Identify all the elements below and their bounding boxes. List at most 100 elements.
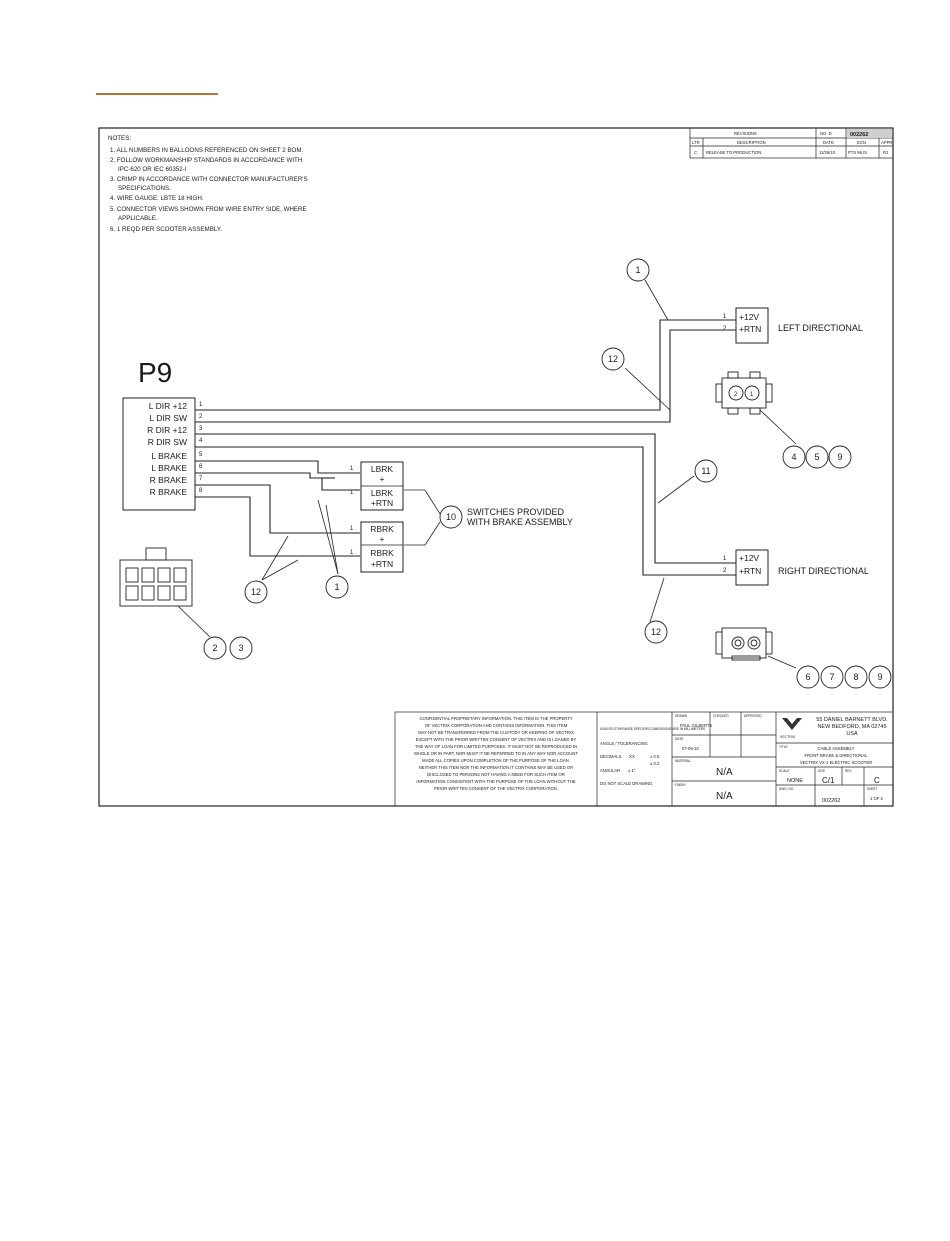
cavity-label: 2 bbox=[734, 392, 738, 398]
doc-label: NO. D bbox=[820, 131, 832, 136]
balloon-num: 4 bbox=[791, 452, 796, 462]
balloon-2 bbox=[203, 636, 227, 660]
checked-label: CHECKED bbox=[713, 714, 729, 718]
rd-sig2: +RTN bbox=[739, 566, 761, 576]
balloon-3 bbox=[229, 636, 253, 660]
wire-l-dir-sw bbox=[195, 329, 736, 423]
rbrk-bottom: RBRK bbox=[370, 548, 394, 558]
dims-label: UNLESS OTHERWISE SPECIFIED DIMENSIONS AR… bbox=[600, 727, 705, 731]
balloon-12-bottom bbox=[644, 620, 668, 644]
balloon-num: 5 bbox=[814, 452, 819, 462]
p9-pin-num: 1 bbox=[199, 402, 203, 408]
do-not-scale: DO NOT SCALE DRAWING bbox=[600, 781, 652, 786]
switches-note-line2: WITH BRAKE ASSEMBLY bbox=[467, 517, 573, 527]
rev-col-ltr: LTR bbox=[692, 140, 700, 145]
tol-xx-val: ± 0.2 bbox=[650, 761, 660, 766]
p9-pin-label: L BRAKE bbox=[151, 463, 187, 473]
wire-r-dir-12 bbox=[195, 433, 736, 564]
tol-x: .XX bbox=[628, 754, 635, 759]
p9-pin-num: 6 bbox=[199, 464, 203, 470]
p9-pin-num: 4 bbox=[199, 438, 203, 444]
finish-val: N/A bbox=[716, 791, 733, 802]
rev-row-appr: RJ bbox=[883, 150, 888, 155]
header-rule bbox=[96, 93, 218, 95]
lbrk-bottom: LBRK bbox=[371, 488, 394, 498]
notes-title: NOTES: bbox=[108, 135, 131, 142]
confidential-line: MADE ALL COPIES UPON COMPLETION OF THE P… bbox=[422, 758, 570, 763]
company-addr1: 55 DANIEL BARNETT BLVD. bbox=[816, 717, 888, 723]
balloon-num: 2 bbox=[212, 643, 217, 653]
drawn-label: DRAWN bbox=[675, 714, 688, 718]
ld-sig2: +RTN bbox=[739, 324, 761, 334]
p9-body bbox=[122, 397, 196, 511]
confidential-line: EXCEPT WITH THE PRIOR WRITTEN CONSENT OF… bbox=[416, 737, 577, 742]
date-label: DATE bbox=[675, 737, 683, 741]
balloon-numbers: 1 12 4 5 9 11 10 12 1 2 3 12 6 7 8 9 bbox=[212, 265, 882, 682]
cavity-label: 1 bbox=[750, 392, 754, 398]
balloon-9a bbox=[828, 445, 852, 469]
two-cavity-connector-top bbox=[715, 371, 773, 415]
p9-title: P9 bbox=[138, 357, 172, 388]
balloon-num: 9 bbox=[837, 452, 842, 462]
left-directional-connector: +12V +RTN 1 2 LEFT DIRECTIONAL bbox=[723, 307, 863, 344]
balloon-10 bbox=[439, 505, 463, 529]
p9-pin-label: R BRAKE bbox=[150, 475, 188, 485]
rbrk-rtn: +RTN bbox=[371, 559, 393, 569]
lbrk-rtn: +RTN bbox=[371, 498, 393, 508]
rbrk-pin: 1 bbox=[350, 550, 354, 556]
note-line: APPLICABLE. bbox=[118, 215, 158, 222]
balloon-num: 3 bbox=[238, 643, 243, 653]
notes-block: NOTES: 1. ALL NUMBERS IN BALLOONS REFERE… bbox=[108, 135, 308, 233]
note-line: IPC-620 OR IEC 60352-I bbox=[118, 166, 187, 173]
size-val: C/1 bbox=[822, 776, 835, 785]
two-cavity-connector-bottom bbox=[715, 627, 773, 661]
drawn-by: PAUL GILBERTS bbox=[680, 723, 712, 728]
left-directional-label: LEFT DIRECTIONAL bbox=[778, 323, 863, 333]
title-line2: FRONT BRAKE & DIRECTIONAL bbox=[805, 753, 869, 758]
rbrk-switch: RBRK + RBRK +RTN 1 1 bbox=[350, 521, 404, 573]
confidential-line: THE WAY OF LOAN FOR LIMITED PURPOSES. IT… bbox=[415, 744, 577, 749]
sheet-label: SHEET bbox=[867, 787, 878, 791]
balloon-4 bbox=[782, 445, 806, 469]
sheet-val: 1 OF 2 bbox=[870, 796, 883, 801]
size-label: SIZE bbox=[818, 769, 825, 773]
wire-r-brake-a bbox=[195, 484, 360, 534]
rd-pin1: 1 bbox=[723, 556, 727, 562]
p9-pin-label: L BRAKE bbox=[151, 451, 187, 461]
wiring-diagram-sheet: NOTES: 1. ALL NUMBERS IN BALLOONS REFERE… bbox=[98, 127, 894, 807]
rd-pin2: 2 bbox=[723, 568, 727, 574]
p9-pin-num: 5 bbox=[199, 452, 203, 458]
balloon-num: 6 bbox=[805, 672, 810, 682]
balloon-1-left bbox=[325, 575, 349, 599]
leader-lines bbox=[177, 279, 797, 669]
confidential-line: INFORMATION CONSISTENT WITH THE PURPOSE … bbox=[416, 779, 575, 784]
revisions-header: REVISIONS bbox=[734, 131, 757, 136]
balloon-num: 1 bbox=[334, 582, 339, 592]
balloon-9b bbox=[868, 665, 892, 689]
confidential-line: CONFIDENTIAL PROPRIETARY INFORMATION. TH… bbox=[419, 716, 572, 721]
p9-pin-num: 3 bbox=[199, 426, 203, 432]
p9-pin-label: R BRAKE bbox=[150, 487, 188, 497]
balloon-num: 9 bbox=[877, 672, 882, 682]
balloons bbox=[203, 258, 892, 689]
confidential-line: PRIOR WRITTEN CONSENT OF THE VECTRIX COR… bbox=[434, 786, 558, 791]
confidential-line: NEITHER THIS ITEM NOR THE INFORMATION IT… bbox=[419, 765, 573, 770]
company-addr3: USA bbox=[846, 731, 858, 737]
doc-number-highlight bbox=[847, 129, 892, 138]
lbrk-plus: + bbox=[380, 474, 385, 484]
balloon-num: 1 bbox=[635, 265, 640, 275]
balloon-6 bbox=[796, 665, 820, 689]
confidential-line: MAY NOT BE TRANSFERRED FROM THE CUSTODY … bbox=[418, 730, 574, 735]
balloon-11 bbox=[694, 459, 718, 483]
company-logo: VECTRIX bbox=[780, 718, 802, 739]
right-directional-connector: +12V +RTN 1 2 RIGHT DIRECTIONAL bbox=[723, 549, 869, 586]
rev-val: C bbox=[874, 776, 880, 785]
balloon-num: 12 bbox=[651, 627, 661, 637]
ld-sig1: +12V bbox=[739, 312, 759, 322]
title-line1: CABLE ASSEMBLY bbox=[818, 746, 855, 751]
lbrk-pin: 1 bbox=[350, 466, 354, 472]
balloon-num: 11 bbox=[701, 466, 710, 476]
finish-label: FINISH bbox=[675, 783, 686, 787]
balloon-8 bbox=[844, 665, 868, 689]
wires bbox=[195, 319, 736, 576]
